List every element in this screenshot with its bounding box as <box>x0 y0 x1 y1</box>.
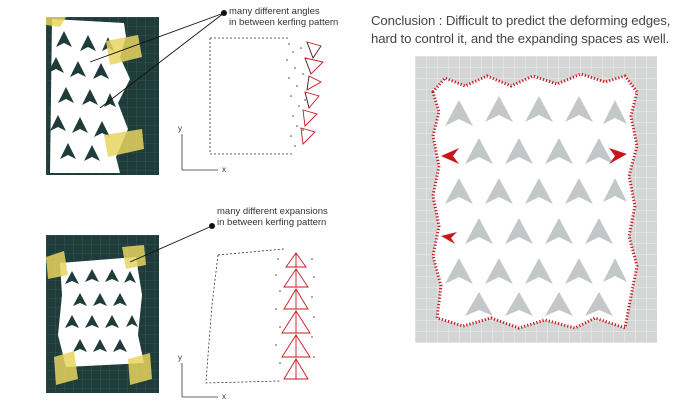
bottom-kerf-photo-svg <box>46 235 159 393</box>
axis-x-label-top: x <box>222 165 226 174</box>
conclusion-line1: Conclusion : Difficult to predict the de… <box>371 13 671 28</box>
conclusion-line2: hard to control it, and the expanding sp… <box>371 31 670 46</box>
bottom-kerf-photo <box>46 235 159 393</box>
axis-indicator-top-svg <box>181 134 218 171</box>
annotation-bottom-line2: in between kerfing pattern <box>217 217 327 228</box>
axis-indicator-bottom: y x <box>172 353 232 407</box>
annotation-top-line1: many different angles <box>229 6 320 17</box>
axis-y-label-bottom: y <box>178 353 182 362</box>
axis-indicator-top: y x <box>172 124 232 178</box>
result-photo-svg <box>415 56 657 343</box>
top-deformation-drawing <box>205 34 335 159</box>
axis-y-label-top: y <box>178 124 182 133</box>
result-photo <box>415 56 657 343</box>
axis-indicator-bottom-svg <box>181 363 218 398</box>
axis-x-label-bottom: x <box>222 392 226 401</box>
conclusion-text: Conclusion : Difficult to predict the de… <box>371 12 670 48</box>
annotation-bottom: many different expansions in between ker… <box>217 206 328 228</box>
top-deformation-svg <box>209 37 324 155</box>
bottom-deformation-svg <box>205 248 315 384</box>
bottom-deformation-drawing <box>200 247 330 387</box>
annotation-bottom-line1: many different expansions <box>217 206 328 217</box>
annotation-top-line2: in between kerfing pattern <box>229 17 339 28</box>
annotation-top: many different angles in between kerfing… <box>229 6 338 28</box>
